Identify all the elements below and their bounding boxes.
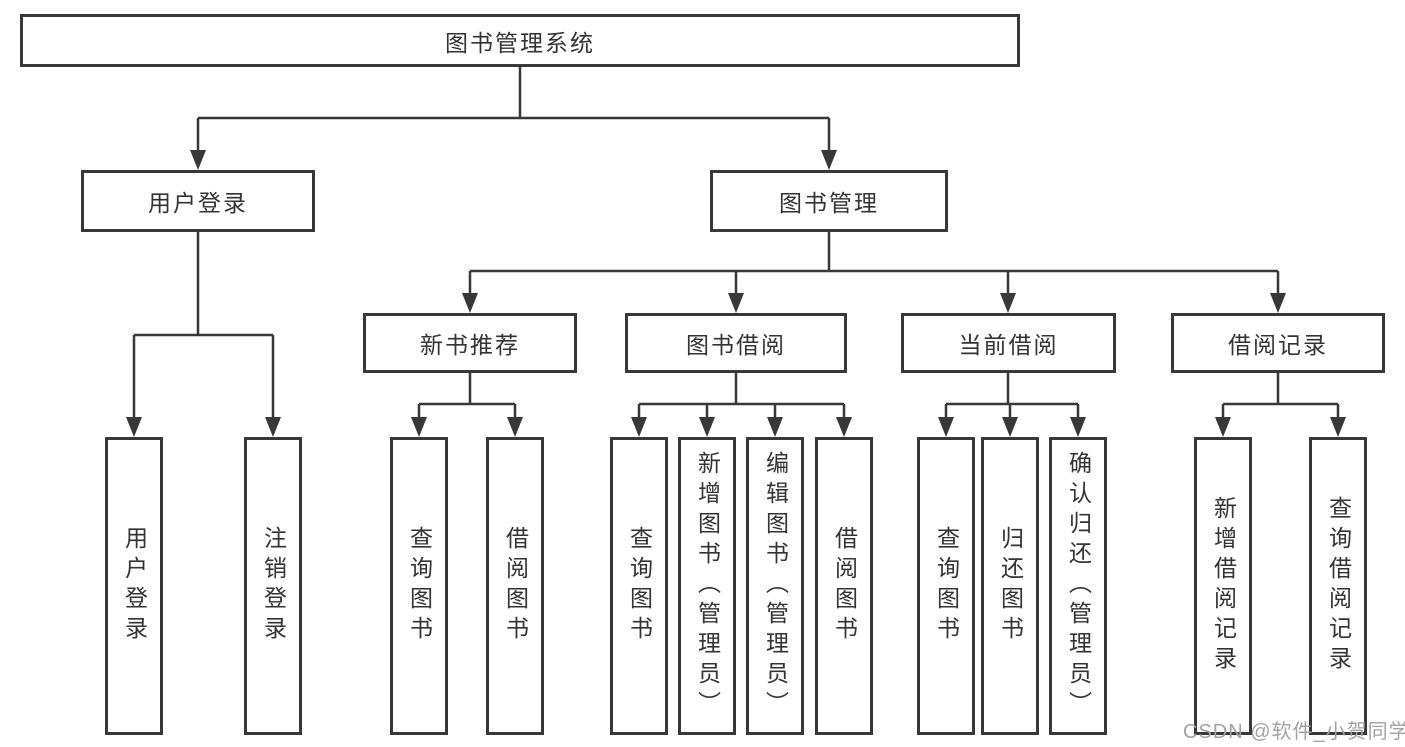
leaf-add-books-admin: 新增图书（管理员） <box>678 437 736 735</box>
leaf-label: 查询图书 <box>626 526 653 646</box>
node-label: 图书管理系统 <box>445 29 595 56</box>
node-borrowing-records: 借阅记录 <box>1171 313 1385 373</box>
leaf-label: 新增借阅记录 <box>1210 496 1237 676</box>
leaf-query-borrow-record: 查询借阅记录 <box>1309 437 1367 735</box>
leaf-query-books: 查询图书 <box>610 437 668 735</box>
node-label: 图书管理 <box>779 190 879 216</box>
leaf-logout: 注销登录 <box>244 437 302 735</box>
leaf-label: 借阅图书 <box>502 526 529 646</box>
leaf-borrow-books: 借阅图书 <box>815 437 873 735</box>
leaf-label: 用户登录 <box>121 526 148 646</box>
leaf-label: 查询图书 <box>933 526 960 646</box>
leaf-edit-books-admin: 编辑图书（管理员） <box>746 437 804 735</box>
leaf-label: 归还图书 <box>997 526 1024 646</box>
node-label: 新书推荐 <box>420 332 520 358</box>
leaf-label: 注销登录 <box>260 526 287 646</box>
leaf-user-login: 用户登录 <box>105 437 163 735</box>
node-label: 借阅记录 <box>1228 332 1328 358</box>
csdn-watermark: CSDN @软件_小贺同学 <box>1183 721 1405 743</box>
leaf-label: 确认归还（管理员） <box>1065 451 1092 721</box>
leaf-borrow-books: 借阅图书 <box>486 437 544 735</box>
leaf-query-books: 查询图书 <box>917 437 975 735</box>
node-new-book-recommendation: 新书推荐 <box>363 313 577 373</box>
leaf-label: 编辑图书（管理员） <box>762 451 789 721</box>
arrowheads <box>126 150 1346 437</box>
node-book-management: 图书管理 <box>710 170 948 232</box>
node-user-login: 用户登录 <box>81 170 315 232</box>
node-label: 图书借阅 <box>686 332 786 358</box>
leaf-confirm-return-admin: 确认归还（管理员） <box>1049 437 1107 735</box>
leaf-label: 新增图书（管理员） <box>694 451 721 721</box>
leaf-query-books: 查询图书 <box>390 437 448 735</box>
node-current-borrowing: 当前借阅 <box>901 313 1116 373</box>
leaf-return-books: 归还图书 <box>981 437 1039 735</box>
leaf-label: 借阅图书 <box>831 526 858 646</box>
node-book-borrowing: 图书借阅 <box>625 313 847 373</box>
node-label: 当前借阅 <box>958 332 1059 358</box>
node-library-management-system: 图书管理系统 <box>20 14 1020 67</box>
node-label: 用户登录 <box>148 190 248 216</box>
leaf-label: 查询图书 <box>406 526 433 646</box>
leaf-label: 查询借阅记录 <box>1325 496 1352 676</box>
leaf-add-borrow-record: 新增借阅记录 <box>1194 437 1252 735</box>
